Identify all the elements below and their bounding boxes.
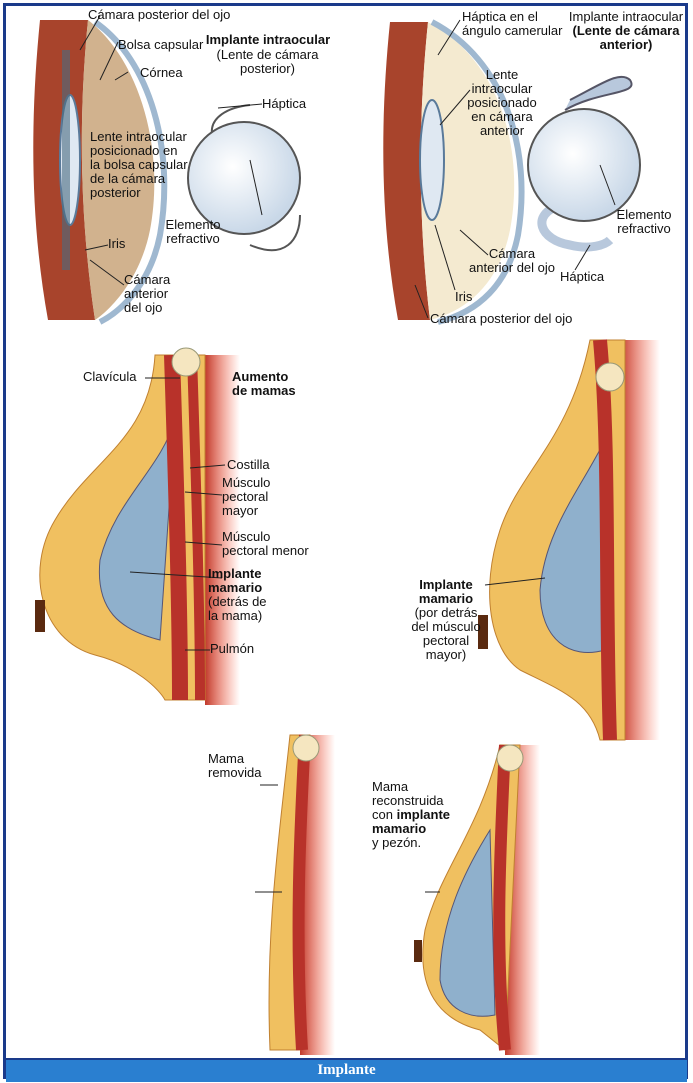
label-implant-submuscular: Implante mamario [405, 578, 487, 606]
eye-posterior-subtitle: (Lente de cámara posterior) [210, 48, 325, 76]
label-capsular-bag: Bolsa capsular [118, 38, 203, 52]
label-clavicle: Clavícula [83, 370, 136, 384]
label-lung: Pulmón [210, 642, 254, 656]
label-posterior-chamber: Cámara posterior del ojo [88, 8, 230, 22]
label-anterior-chamber-anterior: Cámara anterior del ojo [462, 247, 562, 275]
breast-submuscular-illustration [478, 340, 660, 740]
label-breast-removed: Mama removida [208, 752, 261, 780]
label-refractive-anterior: Elemento refractivo [606, 208, 682, 236]
eye-anterior-title-2: (Lente de cámara anterior) [564, 24, 688, 52]
eye-posterior-title: Implante intraocular [203, 33, 333, 47]
label-pec-minor: Músculo pectoral menor [222, 530, 309, 558]
label-haptic-anterior: Háptica [560, 270, 604, 284]
label-rib: Costilla [227, 458, 270, 472]
breast-augmentation-title: Aumento de mamas [232, 370, 296, 398]
breast-removed-illustration [269, 735, 335, 1055]
label-iris-posterior: Iris [108, 237, 125, 251]
label-implant-subglandular: Implante mamario [208, 567, 262, 595]
label-refractive-posterior: Elemento refractivo [158, 218, 228, 246]
label-cornea: Córnea [140, 66, 183, 80]
label-haptic-posterior: Háptica [262, 97, 306, 111]
reconstructed-text-2: y pezón. [372, 836, 450, 850]
label-implant-submuscular-note: (por detrás del músculo pectoral mayor) [400, 606, 492, 662]
label-iris-anterior: Iris [455, 290, 472, 304]
label-lens-anterior: Lente intraocular posicionado en cámara … [462, 68, 542, 138]
label-breast-reconstructed: Mama reconstruida con implante mamario y… [372, 766, 450, 864]
caption-bar: Implante [6, 1058, 687, 1082]
eye-anterior-title-1: Implante intraocular [564, 10, 688, 24]
label-pec-major: Músculo pectoral mayor [222, 476, 270, 518]
figure-caption: Implante [6, 1062, 687, 1079]
label-lens-posterior: Lente intraocular posicionado en la bols… [90, 130, 210, 200]
label-haptic-angle: Háptica en el ángulo camerular [462, 10, 562, 38]
label-implant-subglandular-note: (detrás de la mama) [208, 595, 267, 623]
label-posterior-chamber-anterior: Cámara posterior del ojo [430, 312, 572, 326]
label-anterior-chamber-posterior: Cámara anterior del ojo [124, 273, 170, 315]
